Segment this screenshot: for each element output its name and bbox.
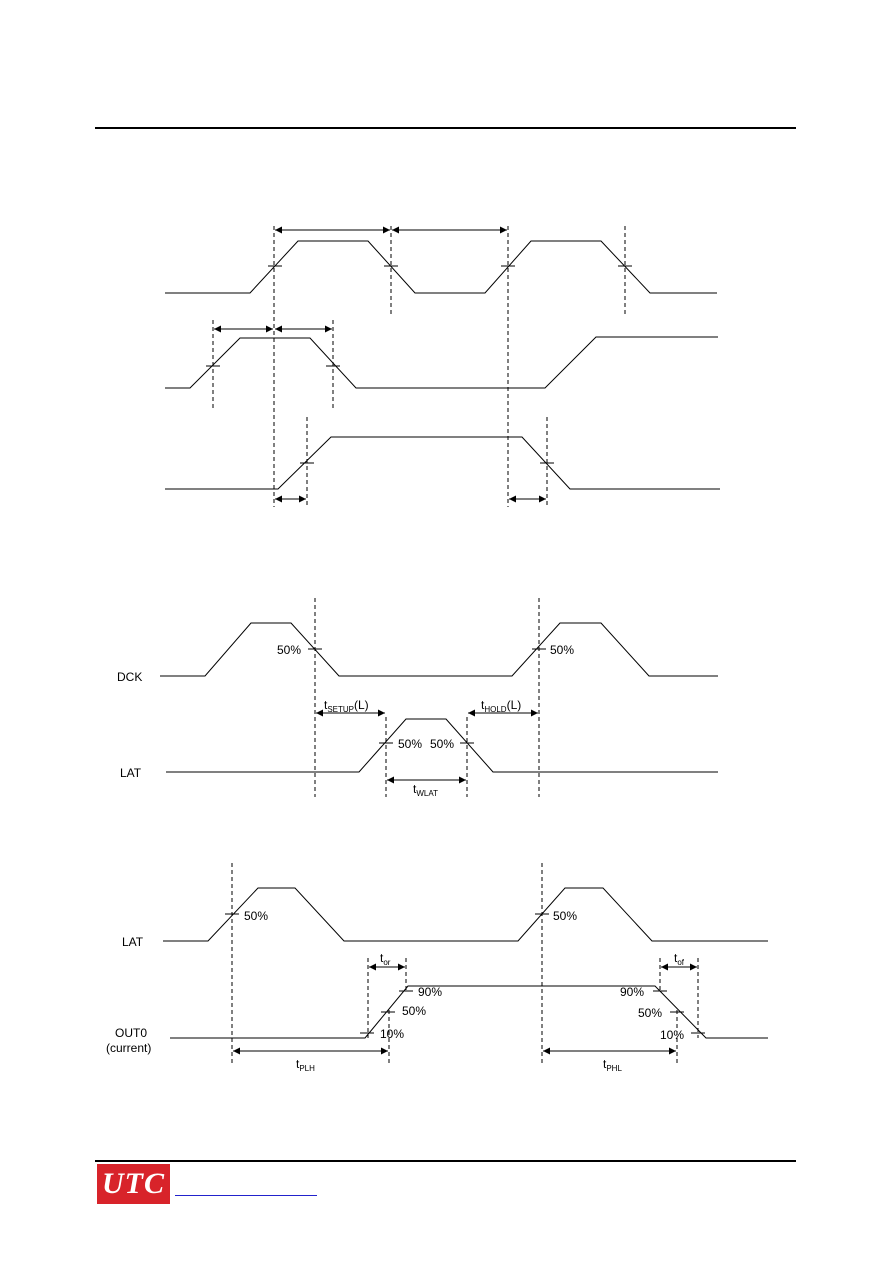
threshold-label: 50% [277, 643, 301, 657]
plh-time-label: tPLH [296, 1057, 315, 1073]
threshold-label: 50% [398, 737, 422, 751]
threshold-label: 50% [430, 737, 454, 751]
out0-signal-label: OUT0 [115, 1026, 147, 1040]
output-waveform [165, 436, 720, 490]
threshold-label: 50% [402, 1004, 426, 1018]
setup-time-label: tSETUP(L) [324, 698, 369, 714]
dck-waveform [160, 622, 718, 677]
out0-waveform [170, 985, 768, 1039]
threshold-label: 90% [620, 985, 644, 999]
fall-time-label: tof [674, 951, 685, 967]
latch-width-label: tWLAT [413, 782, 438, 798]
footer-rule [95, 1160, 796, 1162]
threshold-label: 10% [380, 1027, 404, 1041]
website-link[interactable] [175, 1195, 317, 1196]
utc-logo: UTC [97, 1164, 170, 1204]
threshold-label: 10% [660, 1028, 684, 1042]
logo-text: UTC [102, 1167, 165, 1200]
lat-signal-label: LAT [122, 935, 144, 949]
threshold-label: 50% [244, 909, 268, 923]
threshold-label: 50% [638, 1006, 662, 1020]
data-waveform [165, 336, 718, 389]
threshold-label: 90% [418, 985, 442, 999]
dck-signal-label: DCK [117, 670, 142, 684]
diagram-1 [165, 226, 720, 507]
lat-signal-label: LAT [120, 766, 142, 780]
hold-time-label: tHOLD(L) [481, 698, 521, 714]
diagram-2: DCK LAT 50% 50% 50% 50% tSETUP(L) tHOLD(… [117, 598, 718, 798]
diagram-3: LAT OUT0 (current) 50% 50% 90% 50% 10% 9… [106, 863, 768, 1073]
header-rule [95, 127, 796, 129]
lat-waveform [166, 718, 718, 773]
clock-waveform [165, 240, 717, 294]
threshold-label: 50% [553, 909, 577, 923]
rise-time-label: tor [380, 951, 391, 967]
threshold-label: 50% [550, 643, 574, 657]
phl-time-label: tPHL [603, 1057, 622, 1073]
out0-signal-sublabel: (current) [106, 1041, 151, 1055]
